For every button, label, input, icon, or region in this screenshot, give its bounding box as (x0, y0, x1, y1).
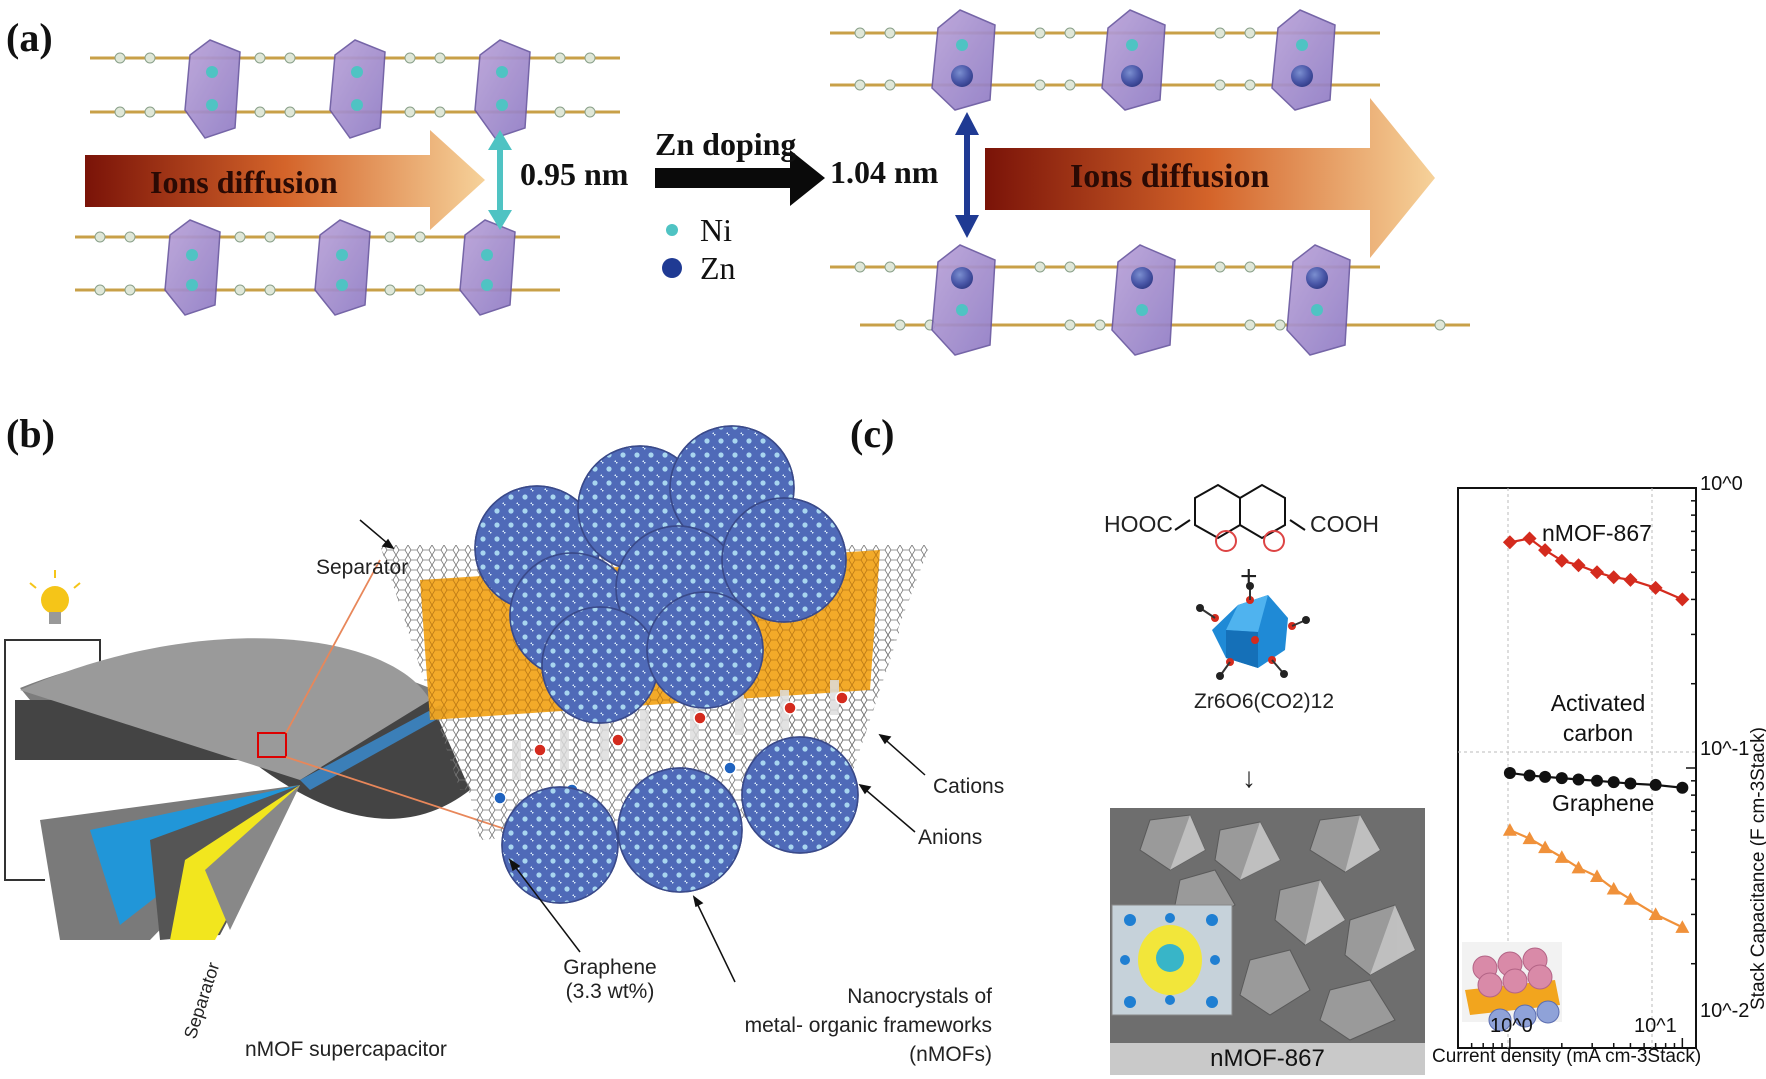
left-arrow-label: Ions diffusion (150, 164, 338, 200)
series-1-point-8 (1649, 778, 1662, 791)
panel-a-label: (a) (6, 15, 53, 60)
series-0-point-7 (1623, 572, 1638, 587)
series-1-point-7 (1624, 777, 1637, 790)
series-0-point-8 (1648, 580, 1663, 595)
series-2-point-5 (1590, 869, 1605, 883)
y-tick-label-bottom: 10^-2 (1700, 1000, 1750, 1022)
cations-callout: Cations (933, 775, 1005, 798)
panel-b-label: (b) (6, 411, 55, 456)
series-2-point-6 (1606, 881, 1621, 895)
series-1-point-9 (1676, 781, 1689, 794)
series-0-point-0 (1502, 535, 1517, 550)
zn-doping-label: Zn doping (655, 126, 797, 162)
y-axis-label: Stack Capacitance (F cm-3Stack) (1748, 727, 1766, 1010)
series-1-point-5 (1591, 774, 1604, 787)
series-2-point-1 (1522, 831, 1537, 845)
x-tick-label-10: 10^1 (1634, 1015, 1677, 1037)
series-2-point-4 (1571, 860, 1586, 874)
series-0-point-1 (1522, 531, 1537, 546)
nmof-callout: Nanocrystals of metal- organic framework… (682, 982, 992, 1069)
series-2-point-3 (1554, 850, 1569, 863)
device-label: nMOF supercapacitor (245, 1038, 447, 1061)
anions-callout: Anions (918, 826, 983, 849)
cluster-formula: Zr6O6(CO2)12 (1194, 690, 1335, 713)
series-1-point-1 (1523, 769, 1536, 782)
series-1-point-6 (1607, 776, 1620, 789)
spacing-before-label: 0.95 nm (520, 156, 629, 192)
series-label-nmof867: nMOF-867 (1542, 520, 1652, 546)
spacing-after-label: 1.04 nm (830, 154, 939, 190)
down-arrow: ↓ (1242, 762, 1256, 793)
x-axis-label: Current density (mA cm-3Stack) (1432, 1046, 1702, 1067)
x-tick-label-1: 10^0 (1490, 1015, 1533, 1037)
series-1-point-3 (1555, 772, 1568, 785)
plus-sign: + (1240, 560, 1258, 593)
panel-c-label: (c) (850, 411, 895, 456)
chart-inset-spheres (1472, 947, 1553, 998)
separator-callout: Separator (316, 556, 409, 579)
series-1-point-2 (1539, 770, 1552, 783)
nmof-callout-line2: metal- organic frameworks (744, 1014, 992, 1037)
nmof-callout-line1: Nanocrystals of (847, 985, 992, 1008)
series-2-point-2 (1538, 840, 1553, 854)
series-line-2 (1509, 829, 1683, 929)
right-arrow-label: Ions diffusion (1070, 158, 1270, 195)
series-1-point-4 (1572, 773, 1585, 786)
series-label-graphene: Graphene (1552, 790, 1655, 816)
series-1-point-0 (1503, 766, 1516, 779)
nmof-callout-line3: (nMOFs) (909, 1043, 992, 1066)
y-tick-label-mid: 10^-1 (1700, 738, 1750, 760)
graphene-callout-line1: Graphene (563, 956, 657, 979)
linker-left: HOOC (1104, 511, 1173, 537)
series-2-point-7 (1623, 892, 1638, 905)
y-tick-label-top: 10^0 (1700, 473, 1743, 495)
series-0-point-4 (1571, 558, 1586, 573)
series-0-point-2 (1538, 543, 1553, 558)
graphene-callout: Graphene (3.3 wt%) (550, 956, 670, 1004)
sem-caption: nMOF-867 (1210, 1045, 1325, 1072)
legend-ni-label: Ni (700, 212, 732, 248)
legend-zn-label: Zn (700, 250, 736, 286)
series-2-point-9 (1675, 920, 1690, 933)
series-line-0 (1509, 537, 1683, 601)
series-0-point-9 (1675, 592, 1690, 607)
series-0-point-5 (1590, 565, 1605, 580)
series-label-activated-carbon: Activated carbon (1550, 690, 1646, 746)
series-0-point-3 (1554, 553, 1569, 568)
graphene-callout-line2: (3.3 wt%) (565, 980, 655, 1003)
series-line-1 (1509, 771, 1683, 789)
series-2-point-8 (1648, 907, 1663, 921)
series-2-point-0 (1502, 823, 1517, 836)
linker-right: COOH (1310, 511, 1379, 537)
series-0-point-6 (1606, 570, 1621, 585)
